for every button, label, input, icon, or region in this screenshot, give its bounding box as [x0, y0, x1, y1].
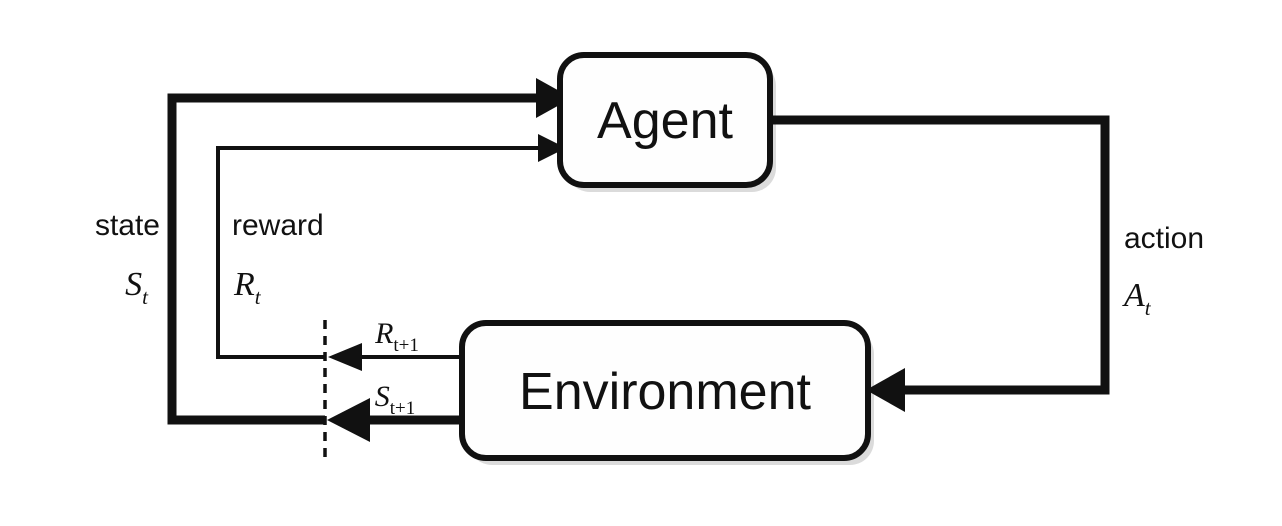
next-reward-arrowhead-icon: [328, 343, 362, 371]
action-arrowhead-icon: [866, 368, 905, 412]
next-state-symbol-subscript: t+1: [390, 398, 416, 419]
agent-box[interactable]: [557, 52, 773, 188]
label-next-reward: Rt+1: [374, 317, 419, 356]
action-symbol-base: A: [1122, 277, 1145, 314]
edge-reward-to-agent: [216, 134, 566, 359]
environment-box[interactable]: [459, 320, 871, 461]
label-state: state St: [95, 209, 160, 309]
agent-label: Agent: [597, 92, 733, 150]
next-reward-symbol-base: R: [374, 317, 393, 350]
action-symbol-label: At: [1122, 277, 1152, 320]
edge-next-reward: [328, 343, 464, 371]
edge-state-to-agent: [167, 78, 572, 425]
node-agent[interactable]: Agent: [557, 52, 773, 188]
node-environment[interactable]: Environment: [459, 320, 871, 461]
edge-action-to-environment: [770, 115, 1110, 412]
action-symbol-subscript: t: [1145, 296, 1152, 320]
reward-symbol-subscript: t: [255, 285, 262, 309]
next-reward-symbol-label: Rt+1: [374, 317, 419, 356]
state-word-label: state: [95, 209, 160, 242]
state-symbol-label: St: [125, 266, 149, 309]
label-action: action At: [1122, 222, 1204, 320]
next-state-symbol-label: St+1: [375, 380, 416, 419]
action-edge-path: [770, 115, 1110, 395]
environment-label: Environment: [519, 363, 811, 421]
edge-next-state: [327, 398, 464, 442]
label-next-state: St+1: [375, 380, 416, 419]
reward-arrowhead-icon: [538, 134, 566, 162]
state-edge-path: [167, 93, 536, 425]
state-arrowhead-icon: [536, 78, 572, 118]
state-symbol-base: S: [125, 266, 142, 303]
next-reward-symbol-subscript: t+1: [393, 335, 419, 356]
reward-edge-path: [216, 146, 538, 359]
action-word-label: action: [1124, 222, 1204, 255]
reward-word-label: reward: [232, 209, 324, 242]
reward-symbol-label: Rt: [233, 266, 262, 309]
next-state-arrowhead-icon: [327, 398, 370, 442]
state-symbol-subscript: t: [142, 285, 149, 309]
next-state-symbol-base: S: [375, 380, 390, 413]
label-reward: reward Rt: [232, 209, 324, 309]
reward-symbol-base: R: [233, 266, 255, 303]
